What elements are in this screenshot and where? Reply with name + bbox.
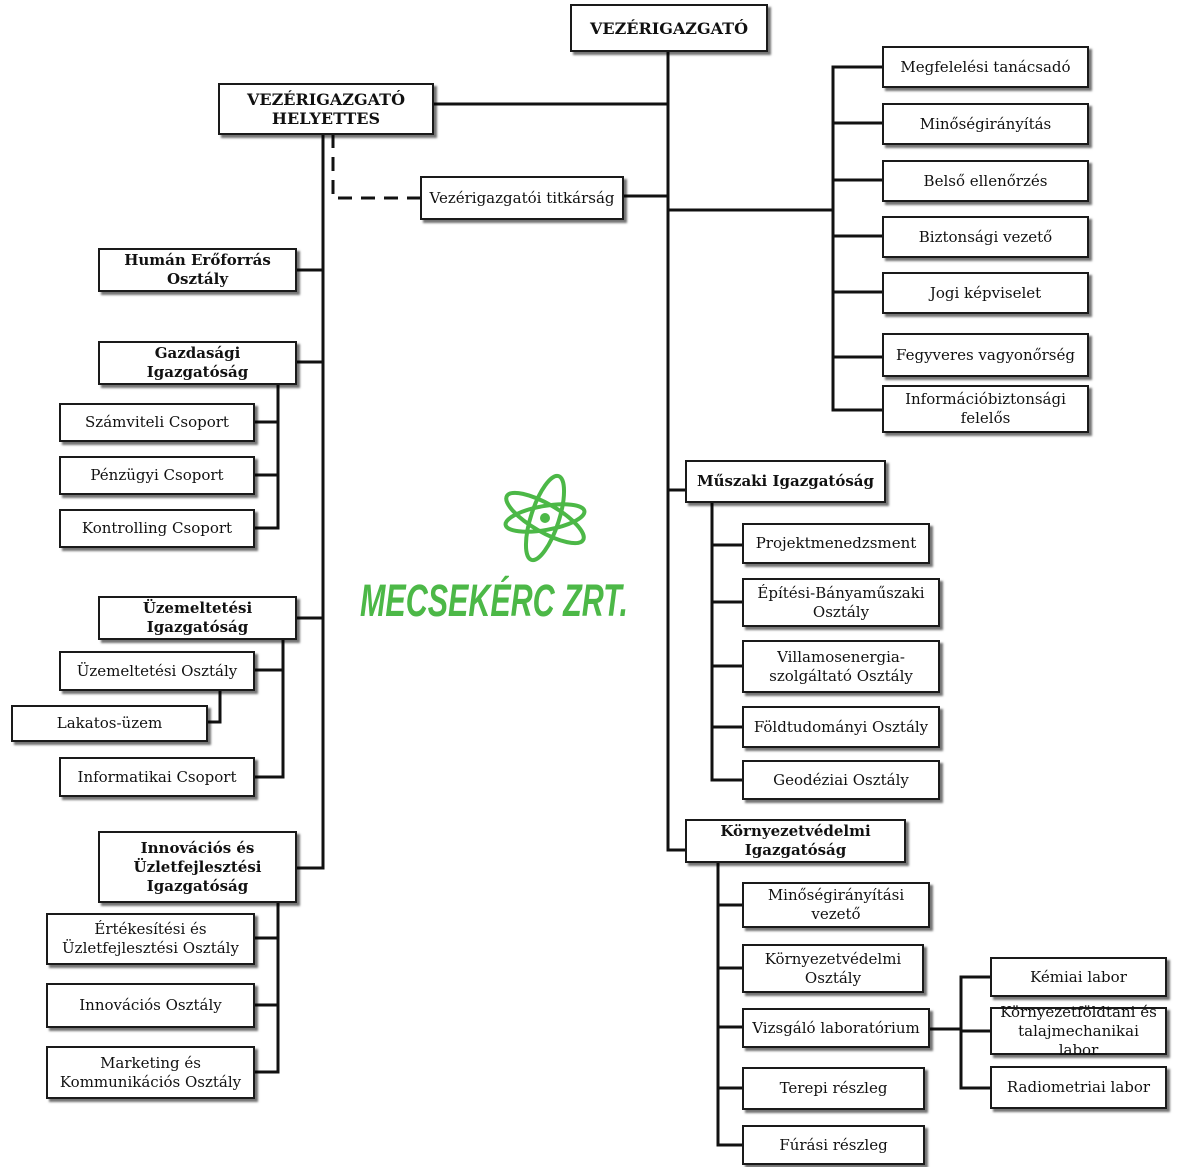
environment-unit-department: Környezetvédelmi Osztály (742, 944, 924, 993)
finance-unit-treasury: Pénzügyi Csoport (59, 456, 255, 495)
staff-unit-legal: Jogi képviselet (882, 272, 1089, 314)
operations-unit-department: Üzemeltetési Osztály (59, 651, 255, 691)
mecsekerc-logo: MECSEKÉRC ZRT. (360, 473, 628, 620)
operations-directorate-box: Üzemeltetési Igazgatóság (98, 596, 297, 640)
lab-radiometry: Radiometriai labor (990, 1066, 1167, 1109)
finance-directorate-box: Gazdasági Igazgatóság (98, 341, 297, 385)
innovation-unit-innovation: Innovációs Osztály (46, 983, 255, 1028)
environment-unit-field: Terepi részleg (742, 1067, 925, 1110)
staff-unit-compliance: Megfelelési tanácsadó (882, 46, 1089, 88)
deputy-ceo-box: VEZÉRIGAZGATÓ HELYETTES (218, 83, 434, 135)
innovation-unit-sales: Értékesítési és Üzletfejlesztési Osztály (46, 913, 255, 965)
staff-unit-audit: Belső ellenőrzés (882, 160, 1089, 202)
finance-unit-controlling: Kontrolling Csoport (59, 509, 255, 548)
technical-unit-geoscience: Földtudományi Osztály (742, 706, 940, 748)
environment-directorate-box: Környezetvédelmi Igazgatóság (685, 819, 906, 863)
lab-environmental-geology: Környezetföldtani és talajmechanikai lab… (990, 1003, 1167, 1059)
technical-unit-construction: Építési-Bányaműszaki Osztály (742, 578, 940, 627)
staff-unit-security: Biztonsági vezető (882, 216, 1089, 258)
technical-unit-geodesy: Geodéziai Osztály (742, 760, 940, 800)
staff-unit-infosec: Információbiztonsági felelős (882, 385, 1089, 433)
hr-department-box: Humán Erőforrás Osztály (98, 248, 297, 292)
innovation-directorate-box: Innovációs és Üzletfejlesztési Igazgatós… (98, 831, 297, 903)
innovation-unit-marketing: Marketing és Kommunikációs Osztály (46, 1046, 255, 1099)
operations-unit-it: Informatikai Csoport (59, 757, 255, 797)
secretariat-box: Vezérigazgatói titkárság (420, 176, 624, 220)
staff-unit-quality: Minőségirányítás (882, 103, 1089, 145)
environment-unit-drilling: Fúrási részleg (742, 1125, 925, 1165)
operations-unit-locksmith: Lakatos-üzem (11, 705, 208, 742)
environment-unit-test-lab: Vizsgáló laboratórium (742, 1008, 930, 1048)
technical-unit-project-mgmt: Projektmenedzsment (742, 523, 930, 564)
technical-unit-power: Villamosenergia- szolgáltató Osztály (742, 640, 940, 693)
ceo-box: VEZÉRIGAZGATÓ (570, 4, 768, 52)
finance-unit-accounting: Számviteli Csoport (59, 403, 255, 442)
logo-text: MECSEKÉRC ZRT. (360, 575, 628, 620)
environment-unit-quality-manager: Minőségirányítási vezető (742, 882, 930, 928)
lab-chemical: Kémiai labor (990, 957, 1167, 997)
staff-unit-armed-guard: Fegyveres vagyonőrség (882, 333, 1089, 377)
technical-directorate-box: Műszaki Igazgatóság (685, 460, 886, 503)
